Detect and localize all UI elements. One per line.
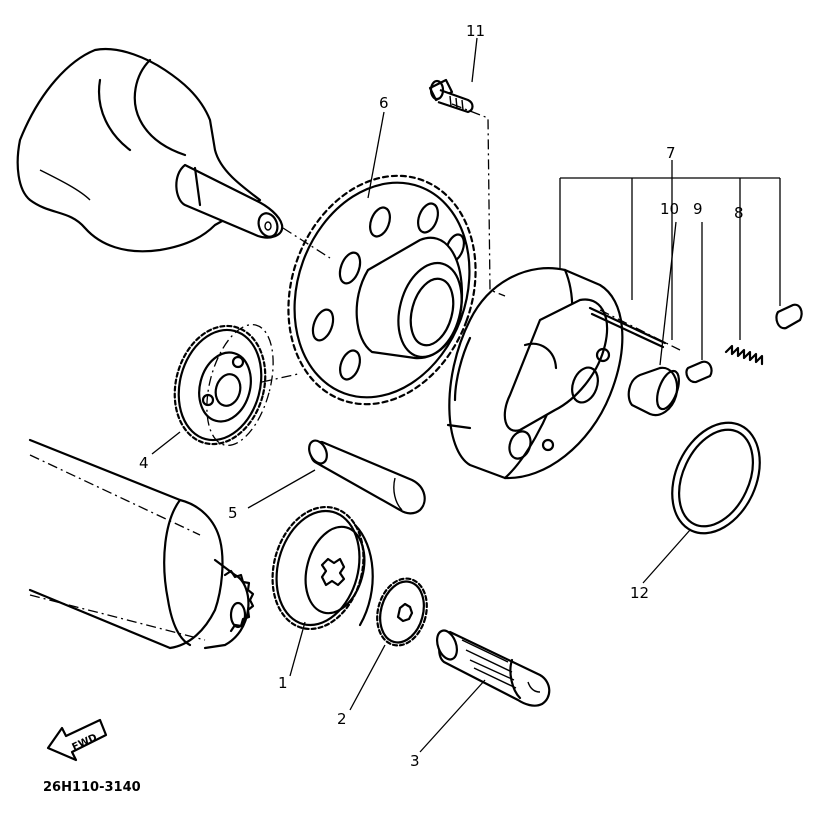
part-wheel-gear-6 [287, 174, 477, 406]
alignment-lines [261, 103, 681, 383]
forward-direction-arrow: FWD [46, 718, 108, 762]
part-washer-12 [671, 421, 761, 535]
label-part-10: 10 [660, 200, 679, 218]
label-part-3: 3 [410, 752, 420, 770]
label-part-1: 1 [278, 674, 288, 692]
part-roller-10 [627, 366, 680, 417]
part-small-gear-2 [376, 577, 428, 647]
part-shaft-5 [308, 439, 426, 515]
leader-lines [151, 37, 781, 753]
part-cap [775, 303, 803, 330]
diagram-code: 26H110-3140 [43, 780, 141, 795]
part-bolt-11 [428, 78, 474, 114]
part-splined-shaft-3 [436, 629, 551, 707]
label-part-11: 11 [466, 22, 485, 40]
label-part-2: 2 [337, 710, 347, 728]
label-part-9: 9 [693, 200, 703, 218]
part-number-labels: 1 2 3 4 5 6 7 8 9 10 11 12 [139, 22, 744, 770]
part-starter-clutch-7 [446, 267, 624, 480]
label-part-6: 6 [379, 94, 389, 112]
part-starter-gear-1 [271, 505, 374, 631]
label-part-7: 7 [666, 144, 676, 162]
label-part-4: 4 [139, 454, 149, 472]
part-idler-gear-4 [173, 323, 274, 447]
label-part-5: 5 [228, 504, 238, 522]
starter-motor-drawing [28, 438, 255, 650]
part-spring-8 [724, 344, 764, 366]
label-part-12: 12 [630, 584, 649, 602]
part-plunger-9 [685, 360, 713, 384]
crankshaft-drawing [16, 47, 284, 253]
part-pin [588, 306, 667, 349]
label-part-8: 8 [734, 204, 744, 222]
